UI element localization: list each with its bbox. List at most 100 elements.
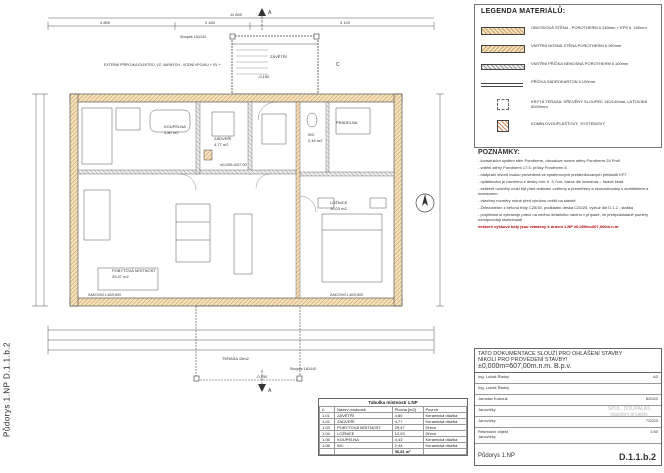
- legend-title: LEGENDA MATERIÁLŮ:: [481, 8, 566, 15]
- dim-mid: 2 440: [205, 20, 216, 25]
- legend-label: PŘÍČKA SÁDROKARTON tl.100mm: [531, 79, 596, 84]
- dim-total: 11 600: [230, 12, 243, 17]
- room-table: Tabulka místností 1.NP č. Název místnost…: [318, 398, 468, 456]
- room-1-name: KOUPELNA: [164, 124, 186, 129]
- room-1-area: 4,80 m2: [164, 130, 179, 135]
- room-5-name: WC: [308, 132, 315, 137]
- section-c-top: C: [336, 62, 340, 68]
- title-block: TATO DOKUMENTACE SLOUŽÍ PRO OHLÁŠENÍ STA…: [474, 348, 662, 466]
- dimension-lines-top: [47, 17, 435, 30]
- table-cell: [422, 448, 468, 455]
- title-block-scale: 1:50: [650, 429, 658, 434]
- title-block-bottom: Půdorys 1.NP D.1.1.b.2: [475, 449, 659, 465]
- note-line: - opláštování je navrženo z desky min. t…: [478, 179, 624, 184]
- level-main: ±0,000=607,00: [220, 162, 248, 167]
- title-block-row: Janovičky 7/2023: [475, 417, 661, 428]
- note-line: - konstrukční systém stěn Porotherm, obv…: [478, 158, 621, 163]
- section-marker-a: [258, 8, 266, 30]
- section-marker-a-bottom: [258, 370, 266, 392]
- legend-swatch: [481, 45, 525, 53]
- title-block-warning: TATO DOKUMENTACE SLOUŽÍ PRO OHLÁŠENÍ STA…: [478, 351, 623, 357]
- pillar-top-label: Sloupek 140/140: [180, 35, 206, 39]
- company-stamp: SPOL. DOUPALAS stavební projekty: [607, 406, 651, 418]
- terrace-top-label: ZÁVĚTŘÍ: [270, 54, 288, 59]
- interior-walls: [77, 101, 395, 299]
- legend-label: KRYTÁ TERASA: DŘEVĚNÝ SLOUPEK 140/140mm,…: [531, 99, 648, 109]
- side-note: EXTERNÍ PŘÍPOJKA ELEKTRO, VZ. VARNÝCH - …: [104, 62, 221, 67]
- note-line: - vnitřní stěny Porotherm 17,5, příčky P…: [478, 165, 567, 170]
- room-3-area: 29,47 m2: [112, 274, 129, 279]
- north-arrow-icon: [414, 192, 436, 214]
- title-block-row: Ing. Lukáš Řádný A3: [475, 373, 661, 384]
- bottom-terrace: [193, 305, 303, 382]
- title-block-key: Ing. Lukáš Řádný: [478, 385, 510, 390]
- legend-label: OBVODOVÁ STĚNA - POROTHERM 0,240mm + EPS…: [531, 25, 647, 30]
- notes-title: POZNÁMKY:: [478, 149, 520, 156]
- side-sheet-label: Půdorys 1.NP D.1.1.b.2: [2, 330, 14, 458]
- title-block-value: A3: [653, 374, 658, 379]
- title-block-key: Janovičky: [478, 418, 496, 423]
- zero-level-note: veškeré výškové kóty jsou vztaženy k úro…: [478, 224, 620, 229]
- terrace-bottom-label: TERASA 15m2: [222, 356, 250, 361]
- legend-item: KRYTÁ TERASA: DŘEVĚNÝ SLOUPEK 140/140mm,…: [481, 97, 657, 113]
- section-a-bottom: A: [268, 388, 272, 394]
- sill-right: SAKOVNÍ 1,40/0,600: [330, 293, 363, 297]
- sill-left: SAKOVNÍ 1,40/0,600: [88, 293, 121, 297]
- footer-title: Půdorys 1.NP: [478, 453, 516, 459]
- legend-swatch: [481, 27, 525, 35]
- room-4-name: LOŽNICE: [330, 200, 348, 205]
- note-line: - projektant si vyhrazuje právo na změnu…: [478, 212, 649, 222]
- legend-swatch: [481, 64, 525, 70]
- title-block-key: Ing. Lukáš Řádný: [478, 374, 510, 379]
- title-block-row: Jaroslav Kubouš 8/2023: [475, 395, 661, 406]
- note-line: - veškeré rozměry musí být před realizac…: [478, 186, 649, 196]
- room-labels: KOUPELNA 4,80 m2 ZÁDVEŘÍ 4,77 m2 POBYTOV…: [112, 120, 358, 279]
- table-total-row: 56,81 m²: [318, 448, 468, 455]
- table-row: 1.03 POBYTOVÁ MÍSTNOST 29,47 Dřevo: [318, 424, 468, 431]
- title-block-object-row: Rekreační objekt Janovičky 1:50: [475, 428, 661, 444]
- legend-label: VNITŘNÍ NOSNÁ STĚNA POROTHERM tl.190mm: [531, 43, 622, 48]
- title-block-object: Rekreační objekt Janovičky: [478, 429, 509, 439]
- room-4-area: 10,03 m2: [330, 206, 347, 211]
- note-line: - nadpraží otvorů budou provedena ze sys…: [478, 172, 627, 177]
- room-table-caption: Tabulka místností 1.NP: [368, 400, 418, 405]
- note-line: - všechny rozměry nutné před výrobou ově…: [478, 198, 576, 203]
- room-2-name: ZÁDVEŘÍ: [214, 136, 232, 141]
- room-3-name: POBYTOVÁ MÍSTNOST: [112, 268, 156, 273]
- title-block-value: 7/2023: [645, 418, 658, 423]
- legend-item: OBVODOVÁ STĚNA - POROTHERM 0,240mm + EPS…: [481, 23, 657, 39]
- drawing-number: D.1.1.b.2: [618, 452, 656, 462]
- title-block-row: Janovičky: [475, 406, 661, 417]
- legend-label: KOMÍN DVOUPLÁŠŤOVÝ, SYSTÉMOVÝ: [531, 121, 606, 126]
- level-top: -0,150: [258, 74, 270, 79]
- side-sheet-text: Půdorys 1.NP D.1.1.b.2: [2, 342, 12, 437]
- entrance-terrace: [229, 33, 320, 95]
- pillar-bottom-label: Sloupek 140/140: [290, 367, 316, 371]
- room-6-name: PRÁDELNA: [336, 120, 358, 125]
- materials-legend: LEGENDA MATERIÁLŮ: OBVODOVÁ STĚNA - PORO…: [474, 4, 662, 148]
- table-total-value: 56,81 m²: [391, 448, 424, 455]
- door-swings: [179, 101, 317, 213]
- title-block-key: Jaroslav Kubouš: [478, 396, 508, 401]
- notes-block: POZNÁMKY: - konstrukční systém stěn Poro…: [474, 149, 660, 231]
- legend-label: VNITŘNÍ PŘÍČKA NENOSNÁ POROTHERM tl.100m…: [531, 61, 629, 66]
- dim-left: 4 800: [100, 20, 111, 25]
- title-block-value: 8/2023: [645, 396, 658, 401]
- title-block-head: TATO DOKUMENTACE SLOUŽÍ PRO OHLÁŠENÍ STA…: [475, 349, 661, 373]
- legend-item: VNITŘNÍ NOSNÁ STĚNA POROTHERM tl.190mm: [481, 41, 657, 57]
- dim-right: 4 120: [340, 20, 351, 25]
- furniture: [81, 107, 387, 291]
- table-row: 1.06 WC 2,44 Keramická dlažba: [318, 442, 468, 449]
- section-a-top: A: [268, 10, 272, 16]
- legend-item: PŘÍČKA SÁDROKARTON tl.100mm: [481, 77, 657, 93]
- room-table-grid: č. Název místnosti Plocha [m2] Povrch 1.…: [318, 406, 468, 455]
- legend-swatch: [497, 99, 509, 110]
- dimension-lines-bottom: [32, 93, 444, 354]
- table-cell: [334, 448, 393, 455]
- title-block-key: Janovičky: [478, 407, 496, 412]
- table-cell: [318, 448, 336, 455]
- title-block-row: Ing. Lukáš Řádný: [475, 384, 661, 395]
- title-block-warning-2: NIKOLI PRO PROVEDENÍ STAVBY!: [478, 357, 568, 363]
- title-block-level: ±0,000m=607,00m.n.m. B.p.v.: [478, 363, 572, 370]
